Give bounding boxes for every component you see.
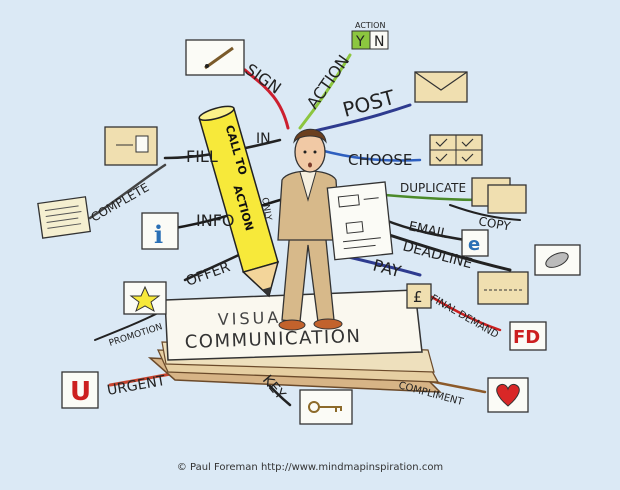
copy-icon bbox=[471, 177, 527, 214]
label-copy: COPY bbox=[477, 214, 512, 233]
branch-action bbox=[298, 53, 352, 130]
branch-duplicate bbox=[383, 193, 487, 202]
label-offer: OFFER bbox=[184, 259, 233, 290]
pound-icon: £ bbox=[406, 283, 432, 309]
urgent-icon: U bbox=[61, 371, 99, 409]
man-figure bbox=[277, 128, 394, 331]
label-choose: CHOOSE bbox=[348, 151, 412, 169]
label-fill: FILL bbox=[186, 147, 218, 166]
label-promotion: PROMOTION bbox=[108, 322, 164, 349]
notepad-icon bbox=[37, 196, 92, 239]
label-in: IN bbox=[256, 131, 271, 147]
label-info: INFO bbox=[196, 211, 234, 230]
deadline-card-icon bbox=[477, 271, 529, 305]
fd-letters: FD bbox=[513, 327, 540, 348]
urgent-letter: U bbox=[70, 377, 91, 407]
branch-info bbox=[173, 198, 282, 230]
action-yn-box: ACTION Y N bbox=[351, 21, 389, 50]
branch-complete bbox=[88, 163, 167, 220]
branch-email bbox=[383, 218, 467, 242]
label-pay: PAY bbox=[371, 256, 403, 282]
credit-line: © Paul Foreman http://www.mindmapinspira… bbox=[176, 462, 444, 473]
center-platform: VISUAL COMMUNICATION bbox=[147, 289, 442, 393]
label-duplicate: DUPLICATE bbox=[400, 181, 466, 195]
checkbox-grid-icon bbox=[429, 134, 483, 166]
heart-icon bbox=[487, 377, 529, 413]
no-letter: N bbox=[374, 34, 384, 50]
branch-sign bbox=[243, 68, 290, 130]
label-urgent: URGENT bbox=[106, 373, 167, 399]
branch-promotion bbox=[94, 311, 161, 341]
action-small-label: ACTION bbox=[355, 21, 385, 30]
yes-letter: Y bbox=[355, 34, 365, 50]
email-icon: e bbox=[461, 229, 489, 257]
star-icon bbox=[123, 281, 167, 315]
branch-choose bbox=[318, 148, 422, 162]
info-letter: i bbox=[154, 220, 163, 249]
satellite-icon bbox=[534, 244, 581, 276]
document-icon bbox=[104, 126, 158, 166]
envelope-icon bbox=[414, 71, 468, 103]
label-only: ONLY bbox=[259, 197, 273, 222]
pencil: CALL TO ACTION bbox=[198, 105, 280, 298]
key-icon bbox=[299, 389, 353, 425]
pen-icon bbox=[185, 39, 245, 76]
email-letter: e bbox=[468, 234, 480, 255]
label-email: EMAIL bbox=[407, 219, 449, 242]
branch-copy bbox=[449, 204, 521, 221]
label-sign: SIGN bbox=[242, 60, 285, 98]
branch-post bbox=[308, 103, 412, 134]
fd-icon: FD bbox=[509, 321, 547, 351]
branch-deadline bbox=[378, 230, 512, 272]
pound-sign: £ bbox=[413, 288, 423, 306]
info-icon: i bbox=[141, 212, 179, 250]
center-line1: VISUAL bbox=[217, 307, 293, 329]
